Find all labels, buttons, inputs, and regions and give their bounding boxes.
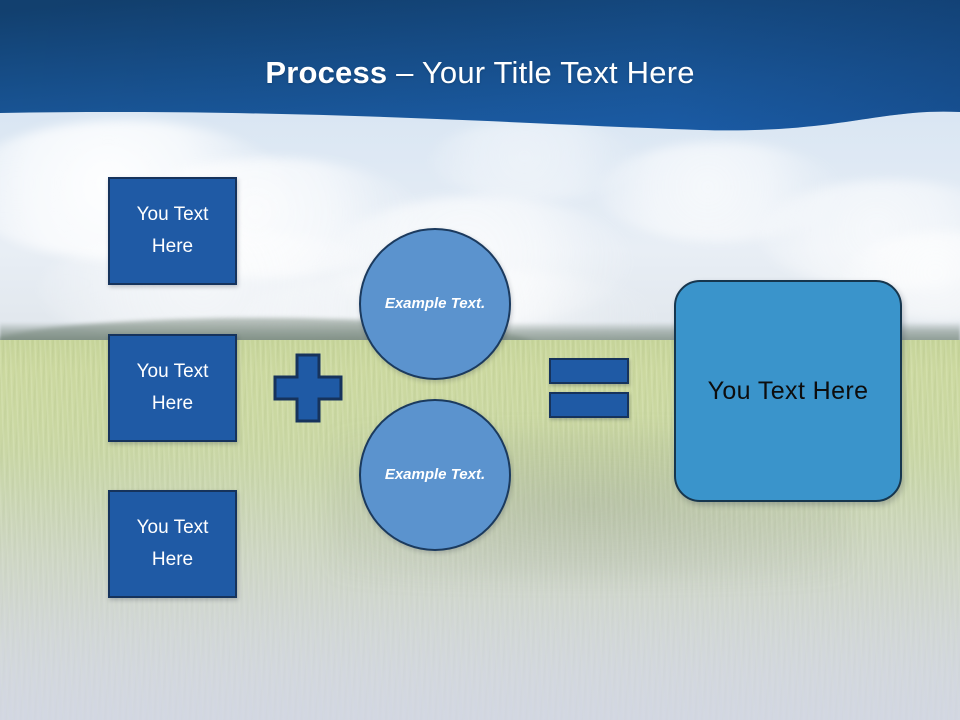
example-circle-1[interactable]: Example Text. — [359, 228, 511, 380]
example-circle-2[interactable]: Example Text. — [359, 399, 511, 551]
header-band-shade — [0, 0, 960, 131]
page-title: Process – Your Title Text Here — [0, 53, 960, 93]
input-box-2[interactable]: You Text Here — [108, 334, 237, 442]
result-panel-label: You Text Here — [707, 376, 869, 405]
input-box-3[interactable]: You Text Here — [108, 490, 237, 598]
equals-bar-bottom — [549, 392, 629, 418]
result-panel[interactable]: You Text Here — [674, 280, 902, 502]
page-title-strong: Process — [265, 55, 388, 90]
input-box-1-label: You Text Here — [136, 204, 209, 257]
header-band — [0, 0, 960, 131]
example-circle-2-label: Example Text. — [384, 466, 486, 483]
input-box-2-label: You Text Here — [136, 361, 209, 414]
cloud-icon — [430, 120, 640, 200]
input-box-1[interactable]: You Text Here — [108, 177, 237, 285]
equals-operator-icon — [549, 358, 629, 418]
example-circle-1-label: Example Text. — [384, 295, 486, 312]
equals-bar-top — [549, 358, 629, 384]
input-box-3-label: You Text Here — [136, 517, 209, 570]
plus-operator-icon — [273, 353, 343, 423]
page-title-rest: – Your Title Text Here — [387, 55, 695, 90]
